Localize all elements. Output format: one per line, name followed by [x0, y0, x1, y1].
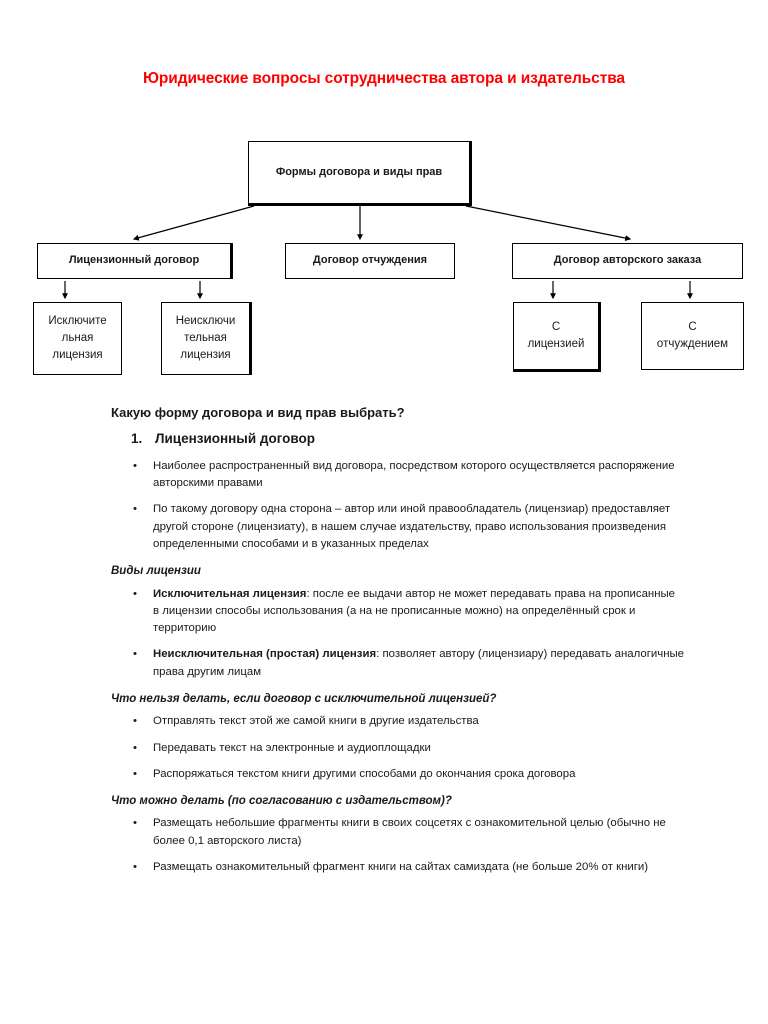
license-description: : после ее выдачи автор не может передав…	[153, 587, 676, 635]
list-item: Наиболее распространенный вид договора, …	[0, 458, 768, 493]
diagram-node-isklyuchitelnaya-line2: льная	[61, 332, 94, 345]
diagram-node-s-otchuzhdeniem[interactable]: С отчуждением	[641, 302, 744, 370]
diagram-node-neisklyuchitelnaya[interactable]: Неисключи тельная лицензия	[161, 302, 250, 375]
diagram-node-neisklyuchitelnaya-line1: Неисключи	[175, 315, 236, 328]
diagram-node-isklyuchitelnaya-line3: лицензия	[52, 348, 103, 361]
list-item: Передавать текст на электронные и аудиоп…	[0, 740, 768, 758]
diagram-node-avtorskogo-zakaza-label: Договор авторского заказа	[553, 254, 702, 267]
diagram-node-s-otchuzhdeniem-line2: отчуждением	[656, 338, 729, 350]
license-description: : позволяет автору (лицензиару) передава…	[153, 648, 685, 678]
diagram-node-root-label: Формы договора и виды прав	[275, 165, 443, 178]
diagram-node-otchuzhdeniya[interactable]: Договор отчуждения	[285, 243, 455, 279]
list-item: По такому договору одна сторона – автор …	[0, 501, 768, 553]
diagram-node-neisklyuchitelnaya-line2: тельная	[184, 332, 227, 345]
list-item: Размещать ознакомительный фрагмент книги…	[0, 859, 768, 877]
diagram-node-s-otchuzhdeniem-line1: С	[688, 321, 697, 334]
list-item: Исключительная лицензия: после ее выдачи…	[0, 586, 768, 638]
list-item: Неисключительная (простая) лицензия: поз…	[0, 646, 768, 681]
diagram-node-isklyuchitelnaya[interactable]: Исключите льная лицензия	[33, 302, 122, 375]
diagram-node-s-licenziey[interactable]: С лицензией	[513, 302, 599, 370]
allowed-bullet-list: Размещать небольшие фрагменты книги в св…	[0, 815, 768, 876]
diagram-node-licenzionnyy-label: Лицензионный договор	[68, 254, 200, 267]
numbered-item-1-label: Лицензионный договор	[155, 430, 315, 446]
list-item: Размещать небольшие фрагменты книги в св…	[0, 815, 768, 850]
diagram-node-neisklyuchitelnaya-line3: лицензия	[180, 348, 231, 361]
intro-bullet-list: Наиболее распространенный вид договора, …	[0, 458, 768, 554]
diagram-node-isklyuchitelnaya-line1: Исключите	[48, 315, 107, 328]
license-types-list: Исключительная лицензия: после ее выдачи…	[0, 586, 768, 682]
diagram-node-licenzionnyy[interactable]: Лицензионный договор	[37, 243, 231, 279]
diagram-connectors	[62, 205, 693, 300]
question-heading: Какую форму договора и вид прав выбрать?	[111, 405, 405, 420]
forbidden-heading: Что нельзя делать, если договор с исключ…	[111, 693, 497, 706]
list-item: Распоряжаться текстом книги другими спос…	[0, 766, 768, 784]
numbered-item-1: 1. Лицензионный договор	[0, 430, 768, 448]
forbidden-bullet-list: Отправлять текст этой же самой книги в д…	[0, 713, 768, 783]
numbered-item-1-number: 1.	[131, 430, 143, 446]
document-body: Какую форму договора и вид прав выбрать?…	[0, 404, 768, 885]
diagram-node-s-licenziey-line1: С	[551, 321, 561, 334]
org-chart-diagram: Формы договора и виды прав Лицензионный …	[0, 0, 768, 400]
license-term: Неисключительная (простая) лицензия	[153, 648, 377, 661]
diagram-node-s-licenziey-line2: лицензией	[527, 338, 585, 350]
license-types-heading: Виды лицензии	[111, 565, 201, 578]
license-term: Исключительная лицензия	[153, 587, 307, 600]
list-item: Отправлять текст этой же самой книги в д…	[0, 713, 768, 731]
allowed-heading: Что можно делать (по согласованию с изда…	[111, 795, 452, 808]
diagram-node-otchuzhdeniya-label: Договор отчуждения	[312, 254, 428, 267]
diagram-node-avtorskogo-zakaza[interactable]: Договор авторского заказа	[512, 243, 743, 279]
page-title: Юридические вопросы сотрудничества автор…	[143, 70, 625, 87]
diagram-node-root[interactable]: Формы договора и виды прав	[248, 141, 470, 204]
